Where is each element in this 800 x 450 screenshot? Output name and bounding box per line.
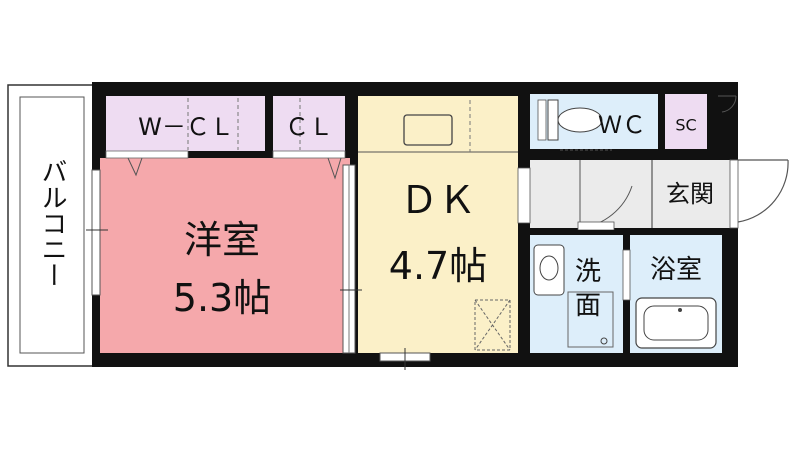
western-room-size: 5.3帖 [173, 276, 271, 320]
washroom-label-2: 面 [575, 291, 601, 321]
hall-area [530, 160, 652, 228]
window-west-top [91, 169, 101, 231]
dk-hall-door [517, 167, 531, 224]
entrance-label: 玄関 [666, 180, 714, 208]
wc-label: ＷＣ [598, 111, 646, 139]
sc-closet [665, 94, 707, 149]
washing-machine-space [567, 291, 614, 348]
western-room [100, 158, 350, 353]
toilet-icon [537, 99, 603, 141]
front-door-swing [730, 159, 789, 223]
washroom-label-1: 洗 [575, 257, 601, 287]
balcony-label: バルコニー [37, 158, 67, 288]
wcl-door-gap [105, 150, 189, 159]
dk-room [358, 96, 518, 353]
cl-closet [273, 96, 345, 151]
wcl-label: W－ＣＬ [138, 113, 234, 141]
cl-door-gap [272, 150, 346, 159]
bath-door-gap [622, 249, 631, 301]
bathtub-icon [635, 297, 717, 349]
cl-label: ＣＬ [285, 113, 333, 141]
western-room-name: 洋室 [184, 218, 260, 262]
balcony [7, 84, 95, 367]
bathroom-label: 浴室 [650, 255, 702, 285]
dk-name: ＤＫ [400, 178, 476, 222]
dk-size: 4.7帖 [389, 244, 487, 288]
storage-box [474, 299, 511, 351]
entrance-area [652, 160, 730, 228]
window-west-bottom [91, 229, 101, 296]
washbasin-icon [533, 244, 565, 296]
kitchen-counter [358, 100, 518, 153]
sc-label: SC [675, 116, 696, 135]
